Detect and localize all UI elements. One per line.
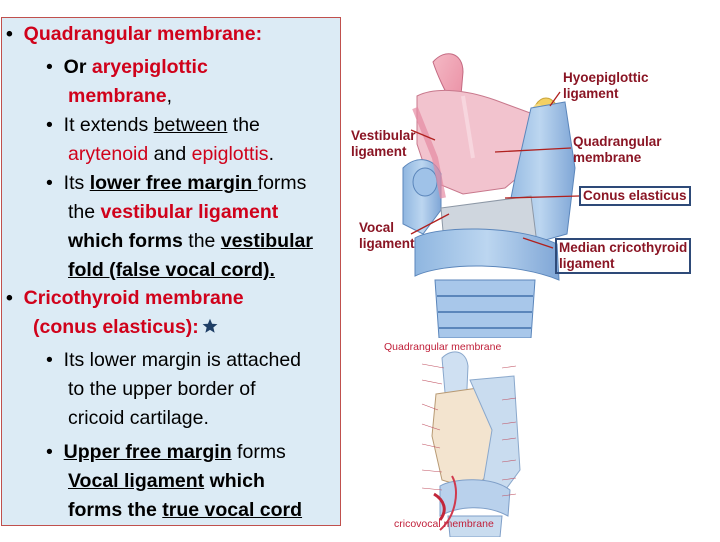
- notes-panel: • Quadrangular membrane: • Or aryepiglot…: [1, 17, 341, 526]
- label-hyoepiglottic-ligament: Hyoepiglottic ligament: [563, 70, 649, 101]
- label-vestibular-ligament: Vestibular ligament: [351, 128, 416, 159]
- sub-bullet-lower-margin: • Its lower margin is attached: [46, 349, 302, 371]
- bullet-quadrangular: • Quadrangular membrane:: [6, 23, 263, 45]
- larynx-detail-illustration: [382, 340, 542, 538]
- label-median-cricothyroid-ligament: Median cricothyroid ligament: [555, 238, 692, 274]
- heading-cricothyroid: Cricothyroid membrane: [23, 287, 244, 309]
- label-quadrangular-membrane: Quadrangular membrane: [573, 134, 662, 165]
- label-conus-elasticus: Conus elasticus: [579, 186, 691, 206]
- sub-bullet-lower-free-margin: • Its lower free margin forms: [46, 172, 307, 194]
- quadrangular-membrane-figure: Quadrangular membrane cricovocal membran…: [382, 340, 542, 538]
- larynx-membranes-figure: Hyoepiglottic ligament Vestibular ligame…: [345, 48, 717, 339]
- heading-quadrangular: Quadrangular membrane:: [23, 23, 263, 45]
- larynx-illustration: [402, 53, 580, 339]
- figure-title-quadrangular: Quadrangular membrane: [384, 341, 502, 353]
- sub-bullet-upper-free-margin: • Upper free margin forms: [46, 441, 286, 463]
- label-vocal-ligament: Vocal ligament: [359, 220, 415, 251]
- figure-caption-cricovocal: cricovocal membrane: [394, 518, 494, 530]
- sub-bullet-aryepiglottic: • Or aryepiglottic: [46, 56, 208, 78]
- bullet-cricothyroid: • Cricothyroid membrane: [6, 287, 244, 309]
- star-icon: [202, 318, 218, 333]
- sub-bullet-extends: • It extends between the: [46, 114, 260, 136]
